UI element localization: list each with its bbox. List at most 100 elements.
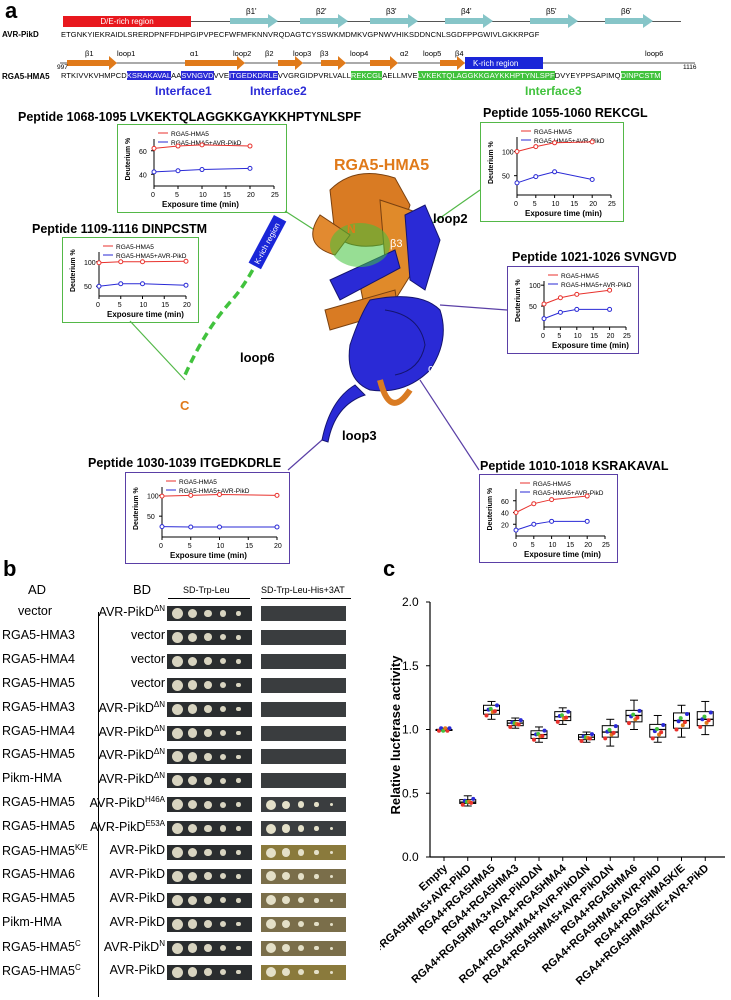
yeast-colony-spot (172, 703, 183, 715)
yeast-plate-sd-trp-leu (167, 653, 252, 669)
hdx-point (183, 258, 189, 264)
yeast-colony-spot (188, 776, 198, 786)
luc-data-point (627, 721, 631, 726)
yeast-colony-spot (204, 920, 212, 929)
hdx-point (552, 140, 558, 146)
yeast-plate-sd-trp-leu (167, 845, 252, 860)
hdx-series-line (516, 141, 593, 152)
seq-part-kbox1: KSRAKAVAL (126, 71, 172, 80)
yeast-colony-spot (220, 753, 227, 760)
peptide-title-4: Peptide 1021-1026 SVNGVD (512, 250, 677, 264)
hdx-point (514, 180, 520, 186)
hdx-x-tick-label: 10 (552, 201, 560, 208)
avr-beta-arrow (230, 14, 278, 28)
hdx-x-tick-label: 10 (199, 192, 207, 199)
yeast-plate-sd-trp-leu (167, 773, 252, 789)
luc-data-point (659, 730, 664, 735)
yeast-plate-sd-trp-leu (167, 701, 252, 717)
yeast-ad-label: RGA5-HMA3 (2, 627, 75, 642)
yeast-ad-label: RGA5-HMA5 (2, 795, 75, 810)
legend-series1: RGA5-HMA5 (533, 481, 571, 488)
c-terminus-label: C (180, 398, 190, 413)
yeast-colony-spot (330, 851, 333, 854)
luc-data-point (559, 713, 564, 718)
yeast-colony-spot (282, 800, 291, 809)
yeast-plate-selective (261, 606, 346, 621)
avr-beta-label: β1' (246, 8, 257, 16)
peptide-title-2: Peptide 1055-1060 REKCGL (483, 106, 648, 120)
yeast-colony-spot (298, 873, 305, 880)
hdx-y-label: Deuterium % (133, 486, 140, 530)
yeast-colony-spot (298, 920, 305, 928)
yeast-colony-spot (330, 946, 333, 950)
yeast-colony-spot (204, 896, 212, 905)
yeast-plate-sd-trp-leu (167, 797, 252, 813)
luc-y-label: Relative lucferase activity (388, 655, 403, 815)
hdx-x-tick-label: 15 (590, 333, 598, 340)
hdx-point (607, 306, 613, 312)
hdx-x-tick-label: 15 (161, 302, 169, 309)
yeast-plate-selective (261, 725, 346, 741)
luc-data-point (708, 710, 713, 715)
seq-part-kbox3: ITGEDKDRLE (228, 71, 278, 80)
yeast-colony-spot (330, 898, 333, 902)
yeast-colony-spot (282, 824, 291, 833)
avr-beta-arrow (445, 14, 493, 28)
yeast-plate-sd-trp-leu (167, 964, 252, 980)
luc-data-point (590, 732, 594, 737)
hdx-point (589, 177, 595, 183)
yeast-colony-spot (188, 632, 198, 643)
yeast-colony-spot (236, 874, 241, 879)
hdx-point (533, 144, 539, 150)
hdx-point (247, 165, 253, 171)
yeast-colony-spot (282, 872, 291, 881)
luc-y-tick-label: 2.0 (402, 595, 419, 609)
rga-beta-arrow (67, 56, 117, 70)
yeast-plate-selective (261, 868, 346, 884)
yeast-colony-spot (220, 777, 227, 784)
panel-b-letter: b (3, 556, 17, 581)
yeast-colony-spot (172, 727, 183, 739)
yeast-colony-spot (236, 754, 241, 760)
luc-y-tick-label: 0.0 (402, 850, 419, 864)
hdx-x-label: Exposure time (min) (524, 550, 601, 559)
yeast-colony-spot (220, 801, 227, 808)
yeast-colony-spot (314, 874, 319, 879)
interface3-label: Interface3 (525, 84, 582, 98)
hdx-y-tick-label: 100 (502, 150, 514, 157)
legend-series2: RGA5-HMA5+AVR-PikD (116, 253, 187, 260)
yeast-plate-selective (261, 773, 346, 789)
yeast-colony-spot (282, 920, 291, 929)
yeast-colony-spot (220, 634, 227, 641)
avr-beta-arrow (300, 14, 348, 28)
structure-label: α1 (190, 49, 199, 58)
yeast-colony-spot (172, 823, 183, 835)
legend-series1: RGA5-HMA5 (179, 479, 217, 486)
hdx-point (199, 142, 205, 148)
luc-data-point (518, 718, 523, 723)
ad-header: AD (28, 582, 47, 597)
yeast-colony-spot (236, 682, 241, 688)
yeast-colony-spot (298, 801, 305, 808)
yeast-colony-spot (298, 897, 305, 904)
yeast-colony-spot (188, 847, 198, 858)
hdx-y-label: Deuterium % (70, 248, 77, 292)
luc-data-point (484, 713, 489, 718)
avr-label: AVR-PikD (2, 30, 39, 39)
hdx-x-label: Exposure time (min) (170, 551, 247, 560)
luc-data-point (492, 709, 497, 714)
yeast-colony-spot (236, 611, 241, 616)
yeast-ad-label: RGA5-HMA5C (2, 962, 81, 978)
yeast-colony-spot (282, 943, 291, 953)
yeast-colony-spot (188, 656, 198, 666)
yeast-bd-label: AVR-PikDH46A (89, 795, 165, 811)
yeast-colony-spot (236, 730, 241, 736)
hdx-x-tick-label: 25 (602, 542, 610, 549)
yeast-colony-spot (220, 658, 227, 665)
hdx-x-label: Exposure time (min) (552, 341, 629, 350)
luc-y-tick-label: 0.5 (402, 786, 419, 800)
hdx-point (531, 501, 537, 507)
yeast-colony-spot (314, 921, 319, 927)
hdx-series-line (98, 283, 187, 287)
